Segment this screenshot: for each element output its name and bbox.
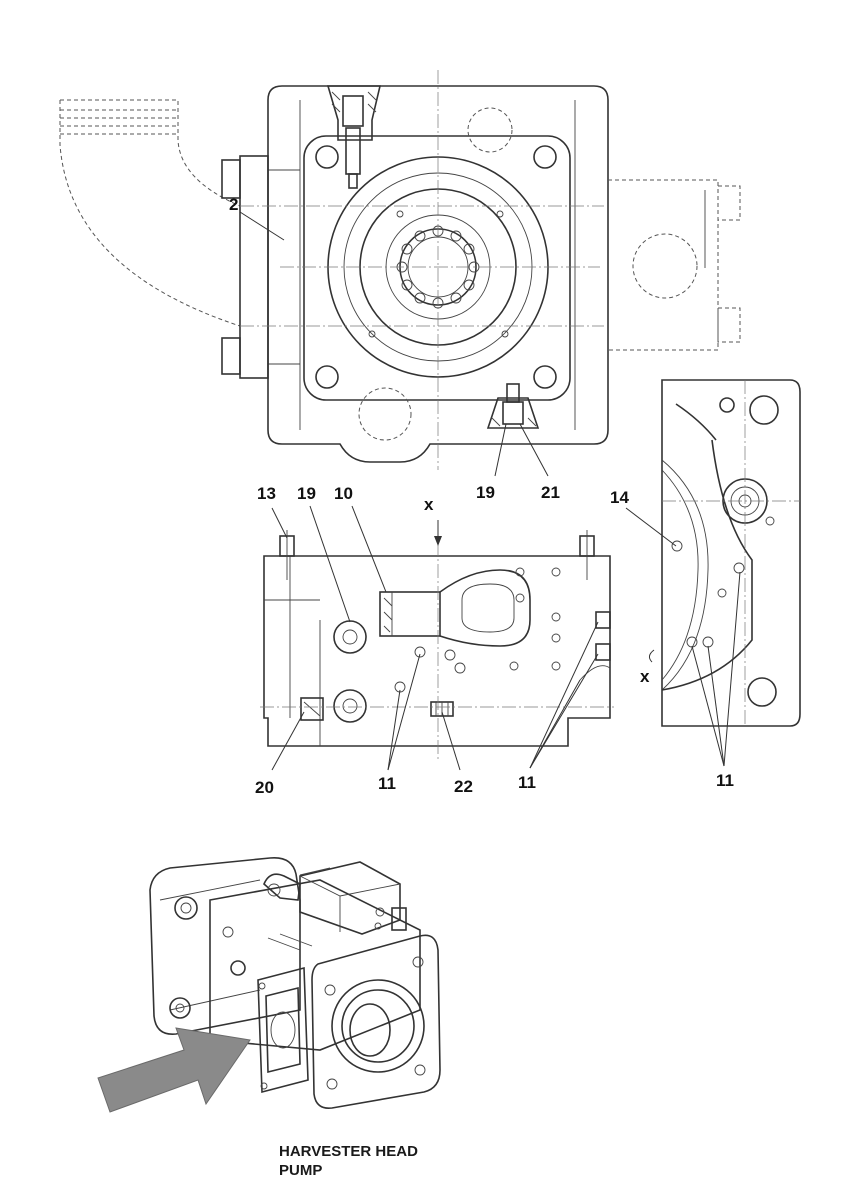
- callout-13: 13: [257, 484, 276, 503]
- leader-lines: [239, 211, 741, 771]
- top-view: [59, 70, 741, 470]
- callout-21: 21: [541, 483, 560, 502]
- callout-x-top: x: [424, 495, 434, 514]
- callout-20: 20: [255, 778, 274, 797]
- right-view: [648, 379, 801, 727]
- middle-view: [260, 520, 614, 760]
- callout-11-right: 11: [716, 771, 734, 790]
- callout-22: 22: [454, 777, 473, 796]
- caption-line-1: HARVESTER HEAD: [279, 1143, 418, 1160]
- dashed-auxiliary-unit: [608, 179, 741, 351]
- callout-19-left: 19: [297, 484, 316, 503]
- dashed-hose: [59, 99, 241, 327]
- callout-10: 10: [334, 484, 353, 503]
- bottom-fitting: [486, 383, 540, 429]
- callout-x-side: x: [640, 667, 650, 686]
- callout-11-middle: 11: [518, 773, 536, 792]
- top-fitting: [326, 85, 382, 189]
- callout-14: 14: [610, 488, 629, 507]
- caption-line-2: PUMP: [279, 1162, 323, 1179]
- pointer-arrow: [97, 1027, 251, 1113]
- callout-19-right: 19: [476, 483, 495, 502]
- pump-caption: HARVESTER HEAD PUMP: [279, 1142, 418, 1180]
- callout-11-left: 11: [378, 774, 396, 793]
- pump-3d-illustration: [97, 857, 441, 1113]
- callout-labels: 2 13 19 10 x 19 21 14 20 11 22 11 11 x: [229, 195, 734, 797]
- callout-2: 2: [229, 195, 238, 214]
